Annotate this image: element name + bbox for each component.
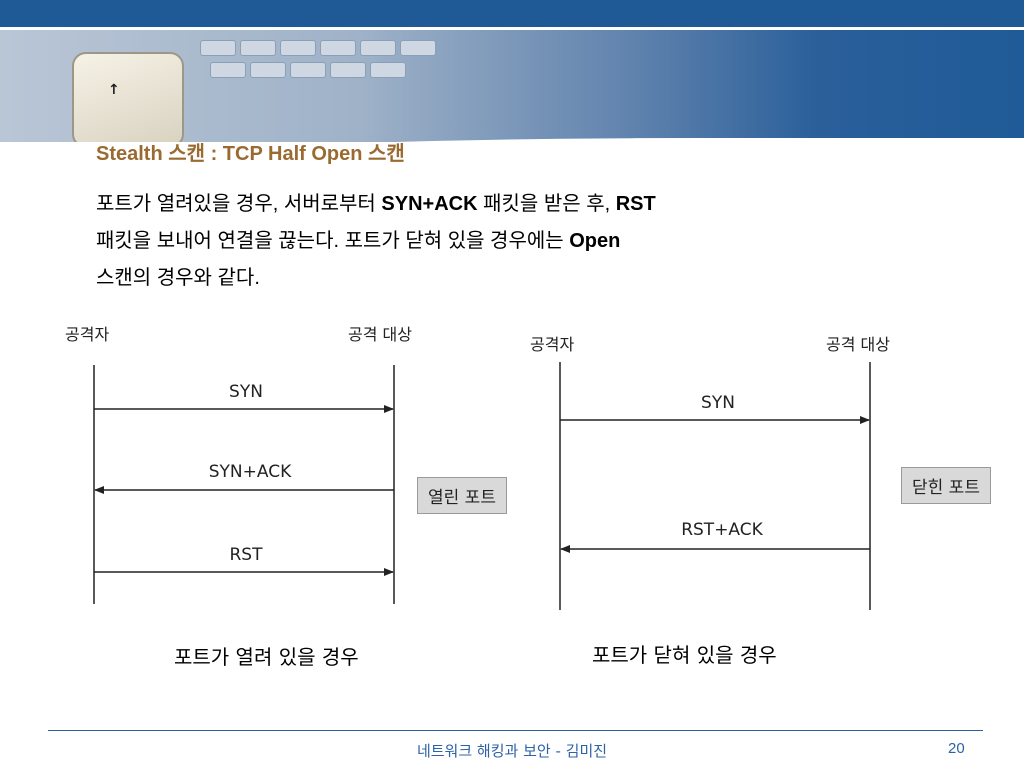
footer-text: 네트워크 해킹과 보안 - 김미진 (416, 742, 608, 760)
right-target-label: 공격 대상 (826, 335, 890, 354)
header-banner: ↑ (0, 30, 1024, 142)
arrow-up-icon: ↑ (108, 82, 120, 98)
page-number: 20 (948, 740, 965, 757)
open-port-badge: 열린 포트 (417, 477, 507, 514)
keyboard-key (360, 40, 396, 56)
arrow-key: ↑ (72, 52, 184, 142)
left-target-label: 공격 대상 (348, 325, 412, 344)
para-bold: SYN+ACK (381, 193, 478, 215)
right-caption: 포트가 닫혀 있을 경우 (592, 643, 777, 667)
para-bold: Open (569, 230, 621, 252)
keyboard-key (250, 62, 286, 78)
closed-port-badge: 닫힌 포트 (901, 467, 991, 504)
left-caption: 포트가 열려 있을 경우 (174, 645, 359, 669)
top-bar (0, 0, 1024, 27)
right-attacker-label: 공격자 (530, 335, 574, 354)
top-bar-divider (0, 27, 1024, 30)
keyboard-key (280, 40, 316, 56)
left-msg-rst: RST (230, 545, 264, 565)
banner-curve (0, 138, 1024, 142)
footer-divider (48, 730, 983, 731)
keyboard-key (200, 40, 236, 56)
slide-paragraph: 포트가 열려있을 경우, 서버로부터 SYN+ACK 패킷을 받은 후, RST… (96, 186, 856, 297)
para-text: 포트가 열려있을 경우, 서버로부터 (96, 193, 382, 215)
para-text: 패킷을 보내어 연결을 끊는다. 포트가 닫혀 있을 경우에는 (96, 230, 570, 252)
left-msg-syn: SYN (229, 382, 263, 402)
right-msg-syn: SYN (701, 393, 735, 413)
para-text: 패킷을 받은 후, (477, 193, 616, 215)
left-attacker-label: 공격자 (65, 325, 109, 344)
left-msg-synack: SYN+ACK (209, 462, 292, 482)
keyboard-key (290, 62, 326, 78)
para-bold: RST (615, 193, 656, 215)
keyboard-key (330, 62, 366, 78)
keyboard-key (370, 62, 406, 78)
right-msg-rstack: RST+ACK (681, 520, 763, 540)
keyboard-key (210, 62, 246, 78)
keyboard-key (400, 40, 436, 56)
keyboard-key (240, 40, 276, 56)
keyboard-key (320, 40, 356, 56)
para-text: 스캔의 경우와 같다. (96, 267, 260, 289)
slide-title: Stealth 스캔 : TCP Half Open 스캔 (96, 143, 405, 165)
